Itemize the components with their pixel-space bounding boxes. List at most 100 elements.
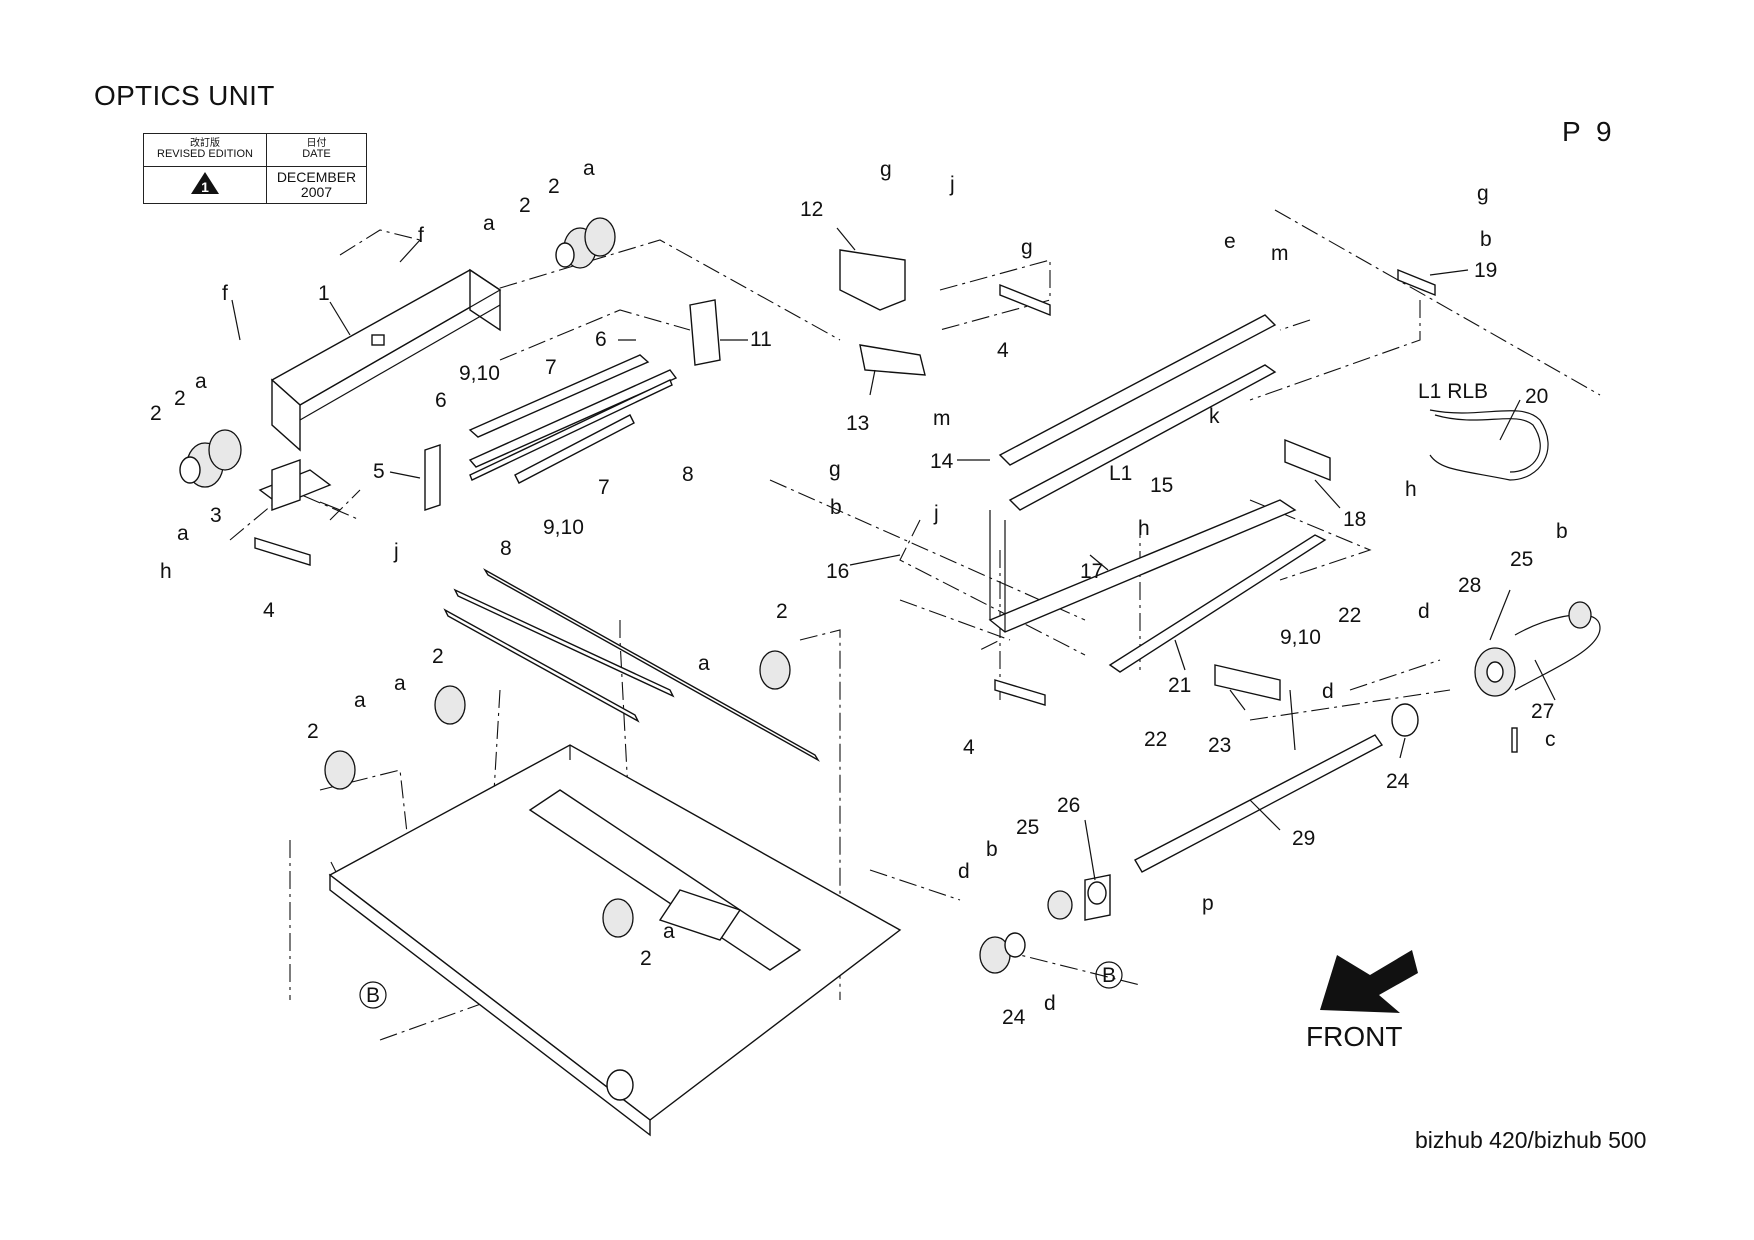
bracket-11 [689, 299, 721, 366]
callout-a: a [354, 689, 366, 712]
callout-9-10: 9,10 [459, 362, 500, 385]
front-arrow-icon [1320, 950, 1418, 1013]
callout-a: a [698, 652, 710, 675]
revised-edition-en: REVISED EDITION [157, 148, 253, 161]
callout-2: 2 [519, 194, 531, 217]
page-title: OPTICS UNIT [94, 80, 275, 111]
callout-h: h [160, 560, 172, 583]
callout-e: e [1224, 230, 1236, 253]
callout-g: g [829, 458, 841, 481]
revision-table: 改訂版 REVISED EDITION 日付 DATE 1 DECEMBER 2… [143, 133, 367, 204]
callout-j: j [393, 540, 399, 563]
callout-4: 4 [963, 736, 975, 759]
pulleys-lower [324, 650, 791, 938]
callout-g: g [880, 158, 892, 181]
coupling-24-lower [979, 932, 1026, 974]
callout-d: d [1418, 600, 1430, 623]
callout-9-10: 9,10 [1280, 626, 1321, 649]
callout-a: a [663, 920, 675, 943]
callout-25: 25 [1016, 816, 1039, 839]
callout-a: a [394, 672, 406, 695]
callout-26: 26 [1057, 794, 1080, 817]
callout-2: 2 [307, 720, 319, 743]
callout-12: 12 [800, 198, 823, 221]
callout-p: p [1202, 892, 1214, 915]
mirror-unit-frame [270, 268, 502, 452]
callout-h: h [1405, 478, 1417, 501]
callout-h: h [1138, 517, 1150, 540]
slider-4-left [254, 537, 311, 566]
date-jp: 日付 [306, 137, 327, 149]
callout-16: 16 [826, 560, 849, 583]
callout-a: a [195, 370, 207, 393]
callout-24: 24 [1386, 770, 1410, 793]
lamp-strip-21 [1108, 534, 1327, 673]
revision-date-year: 2007 [300, 184, 333, 200]
callout-4: 4 [263, 599, 275, 622]
callout-b: b [1556, 520, 1568, 543]
callout-4: 4 [997, 339, 1009, 362]
callout-m: m [933, 407, 951, 430]
belt-27 [1514, 614, 1601, 691]
callout-2: 2 [150, 402, 162, 425]
slider-4-right [994, 679, 1046, 706]
ref-b-left: B [366, 984, 380, 1007]
scanner-frame-17 [988, 499, 1297, 633]
ref-b-right: B [1102, 964, 1116, 987]
mirror-strips [468, 354, 678, 484]
pulley-28 [1474, 647, 1516, 697]
callout-1: 1 [318, 282, 330, 305]
slider-4-top [999, 283, 1051, 317]
callout-9-10: 9,10 [543, 516, 584, 539]
callout-a: a [177, 522, 189, 545]
callout-a: a [583, 157, 595, 180]
callout-29: 29 [1292, 827, 1315, 850]
callout-d: d [958, 860, 970, 883]
callout-6: 6 [435, 389, 447, 412]
callout-f: f [418, 224, 424, 247]
bearing-25-lower [1047, 890, 1073, 920]
leader-lines [231, 227, 1556, 881]
callout-8: 8 [682, 463, 694, 486]
callout-j: j [949, 173, 955, 196]
callout-c: c [1545, 728, 1556, 751]
revised-edition-jp: 改訂版 [190, 137, 220, 149]
pin-c [1511, 727, 1518, 753]
holder-13 [859, 344, 926, 376]
callout-l1: L1 [1109, 462, 1132, 485]
callout-22: 22 [1144, 728, 1167, 751]
callout-7: 7 [598, 476, 610, 499]
callout-14: 14 [930, 450, 954, 473]
revision-triangle-icon: 1 [191, 171, 219, 195]
drive-shaft-29 [1134, 734, 1384, 873]
cable-20 [1429, 409, 1549, 481]
callout-13: 13 [846, 412, 869, 435]
callout-b: b [830, 496, 842, 519]
bracket-19 [1397, 268, 1436, 297]
callout-11: 11 [750, 328, 772, 351]
bracket-5 [424, 444, 441, 511]
callout-27: 27 [1531, 700, 1554, 723]
revision-date-cell: DECEMBER 2007 [266, 166, 367, 204]
callout-f: f [222, 282, 228, 305]
bearing-25-right [1568, 601, 1592, 629]
callout-d: d [1322, 680, 1334, 703]
callout-a: a [483, 212, 495, 235]
callout-22: 22 [1338, 604, 1361, 627]
callout-2: 2 [174, 387, 186, 410]
callout-15: 15 [1150, 474, 1173, 497]
callout-2: 2 [640, 947, 652, 970]
callout-8: 8 [500, 537, 512, 560]
callout-24: 24 [1002, 1006, 1026, 1029]
callout-labels: 1 2 2 2 2 2 2 2 2 3 4 4 4 5 6 6 7 7 8 8 … [150, 157, 1568, 1029]
bracket-26 [1084, 874, 1111, 921]
revision-date-month: DECEMBER [276, 169, 357, 186]
callout-3: 3 [210, 504, 222, 527]
callout-21: 21 [1168, 674, 1191, 697]
coupling-24-right [1391, 703, 1419, 737]
callout-2: 2 [432, 645, 444, 668]
guide-rails-long [443, 568, 820, 762]
callout-m: m [1271, 242, 1289, 265]
bracket-12 [839, 249, 906, 311]
